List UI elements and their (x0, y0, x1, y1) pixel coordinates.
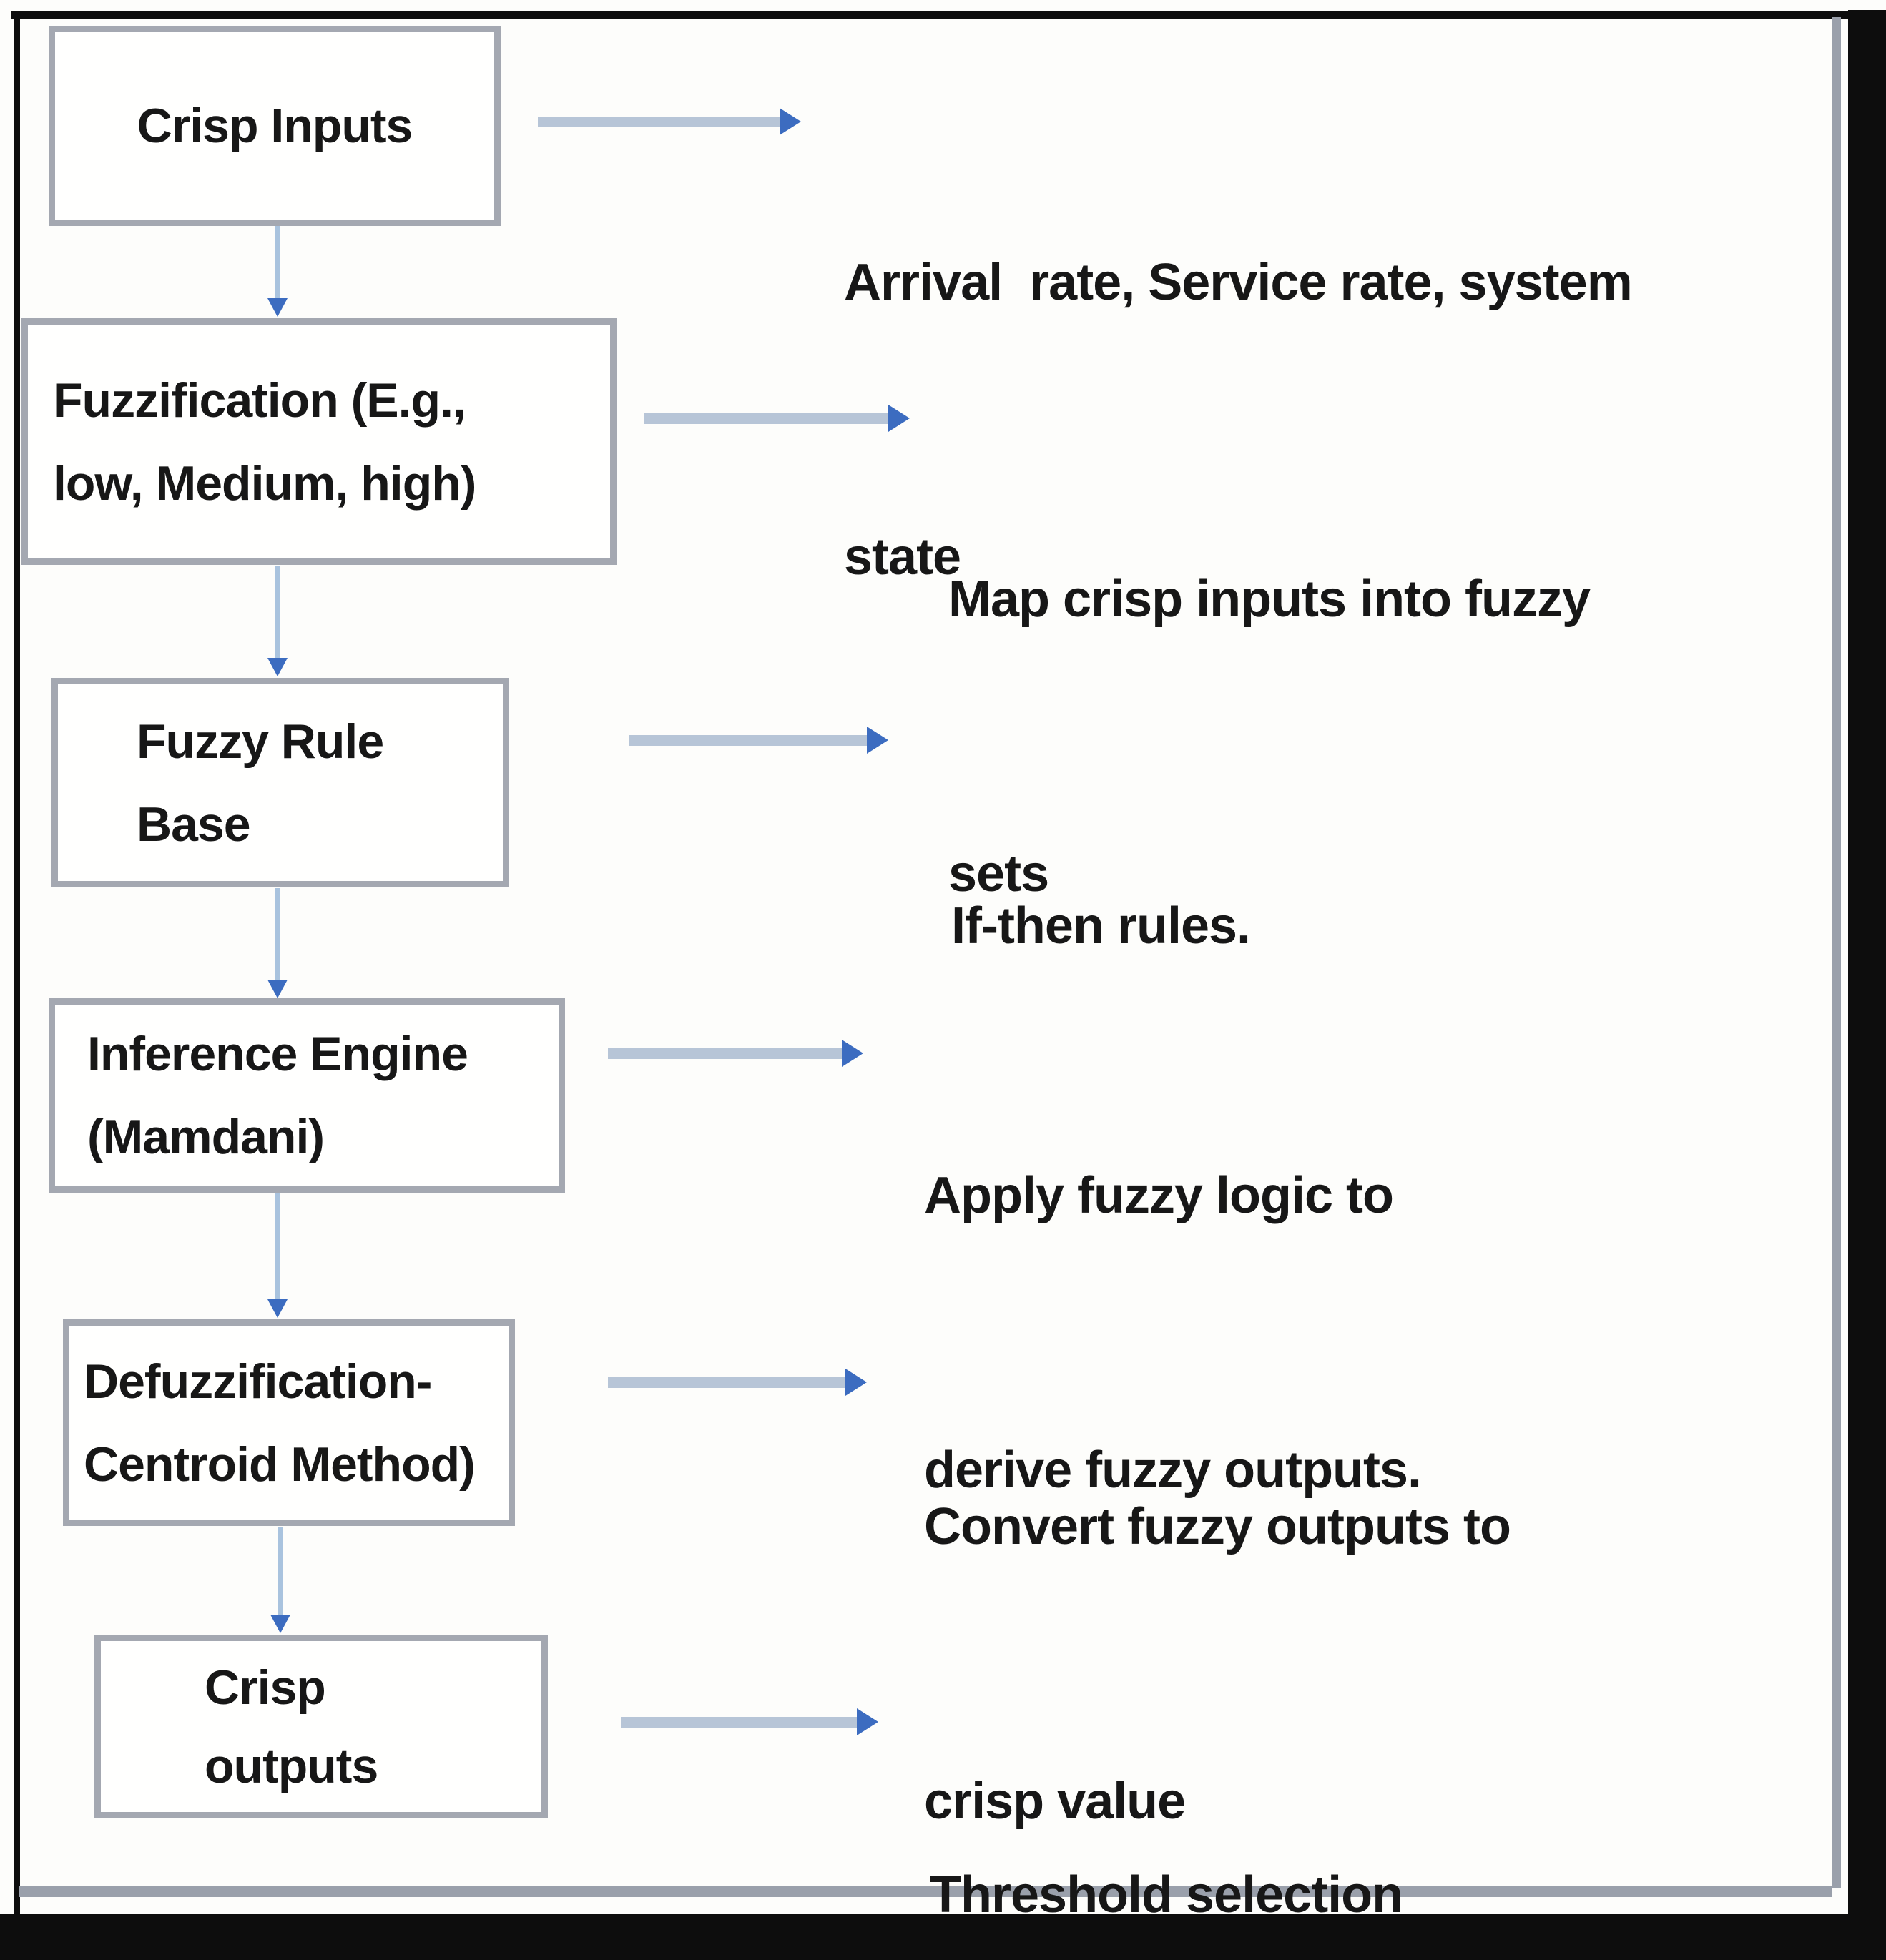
step-box-fuzzification: Fuzzification (E.g., low, Medium, high) (21, 318, 617, 565)
step-box-label: (Mamdani) (87, 1110, 325, 1164)
annotation-crisp-inputs: Arrival rate, Service rate, system state (844, 54, 1633, 786)
flow-arrow-4-5 (267, 1193, 288, 1318)
arrow-down-icon (267, 980, 288, 998)
step-box-label: Centroid Method) (84, 1437, 476, 1492)
annotation-fuzzy-rule-base: If-then rules. (951, 697, 1251, 1155)
arrow-shaft (275, 226, 280, 298)
annotation-arrow-fuzzification (644, 405, 910, 432)
annotation-arrow-fuzzy-rule-base (629, 727, 888, 754)
arrow-shaft (621, 1716, 857, 1728)
arrow-right-icon (857, 1708, 878, 1735)
arrow-right-icon (842, 1040, 863, 1067)
flow-arrow-5-6 (270, 1527, 291, 1633)
arrow-down-icon (270, 1615, 290, 1633)
annotation-defuzzification: Convert fuzzy outputs to crisp value (924, 1298, 1511, 1960)
annotation-line: sets (948, 845, 1049, 902)
frame-bottom-border (0, 1914, 1886, 1960)
annotation-line: Convert fuzzy outputs to (924, 1498, 1511, 1555)
arrow-shaft (629, 734, 867, 746)
arrow-shaft (608, 1377, 845, 1388)
step-box-label: Defuzzification- (84, 1354, 432, 1409)
annotation-line: Arrival rate, Service rate, system (844, 254, 1633, 311)
arrow-down-icon (267, 658, 288, 676)
arrow-right-icon (888, 405, 910, 432)
arrow-shaft (275, 1193, 280, 1299)
annotation-line: derive fuzzy outputs. (924, 1442, 1422, 1499)
annotation-inference-engine: Apply fuzzy logic to derive fuzzy output… (924, 967, 1422, 1699)
annotation-line: crisp value (924, 1773, 1186, 1830)
frame-right-border (1848, 10, 1886, 1960)
frame-top-border (11, 11, 1886, 19)
annotation-arrow-inference-engine (608, 1040, 863, 1067)
annotation-line: Map crisp inputs into fuzzy (948, 571, 1591, 628)
step-box-fuzzy-rule-base: Fuzzy Rule Base (51, 678, 509, 887)
step-box-label: Fuzzy Rule (137, 714, 384, 769)
flow-arrow-2-3 (267, 566, 288, 676)
arrow-right-icon (845, 1369, 867, 1396)
flow-arrow-3-4 (267, 888, 288, 998)
step-box-label: low, Medium, high) (53, 455, 476, 511)
step-box-crisp-outputs: Crisp outputs (94, 1635, 548, 1818)
step-box-crisp-inputs: Crisp Inputs (49, 26, 501, 226)
annotation-arrow-crisp-outputs (621, 1708, 878, 1735)
step-box-label: Crisp Inputs (137, 99, 413, 153)
step-box-label: Crisp (205, 1660, 326, 1715)
frame-left-border (14, 11, 20, 1928)
annotation-crisp-outputs: Threshold selection (930, 1666, 1403, 1960)
annotation-line: Apply fuzzy logic to (924, 1167, 1394, 1224)
arrow-shaft (644, 413, 888, 424)
step-box-label: Base (137, 797, 251, 852)
step-box-label: outputs (205, 1738, 378, 1793)
gray-vertical-rule (1832, 17, 1841, 1888)
annotation-arrow-crisp-inputs (538, 108, 801, 135)
arrow-shaft (538, 116, 780, 127)
annotation-line: If-then rules. (951, 897, 1251, 955)
arrow-down-icon (267, 1299, 288, 1318)
step-box-label: Fuzzification (E.g., (53, 373, 466, 428)
flow-arrow-1-2 (267, 226, 288, 317)
arrow-shaft (278, 1527, 283, 1615)
annotation-line: state (844, 528, 961, 586)
arrow-right-icon (780, 108, 801, 135)
arrow-shaft (608, 1048, 842, 1059)
step-box-label: Inference Engine (87, 1027, 468, 1081)
step-box-defuzzification: Defuzzification- Centroid Method) (63, 1319, 515, 1526)
step-box-inference-engine: Inference Engine (Mamdani) (49, 998, 565, 1193)
annotation-line: Threshold selection (930, 1866, 1403, 1924)
arrow-shaft (275, 566, 280, 658)
gray-horizontal-rule (19, 1886, 1832, 1897)
arrow-shaft (275, 888, 280, 980)
arrow-right-icon (867, 727, 888, 754)
arrow-down-icon (267, 298, 288, 317)
annotation-arrow-defuzzification (608, 1369, 867, 1396)
annotation-fuzzification: Map crisp inputs into fuzzy sets (948, 370, 1591, 1103)
